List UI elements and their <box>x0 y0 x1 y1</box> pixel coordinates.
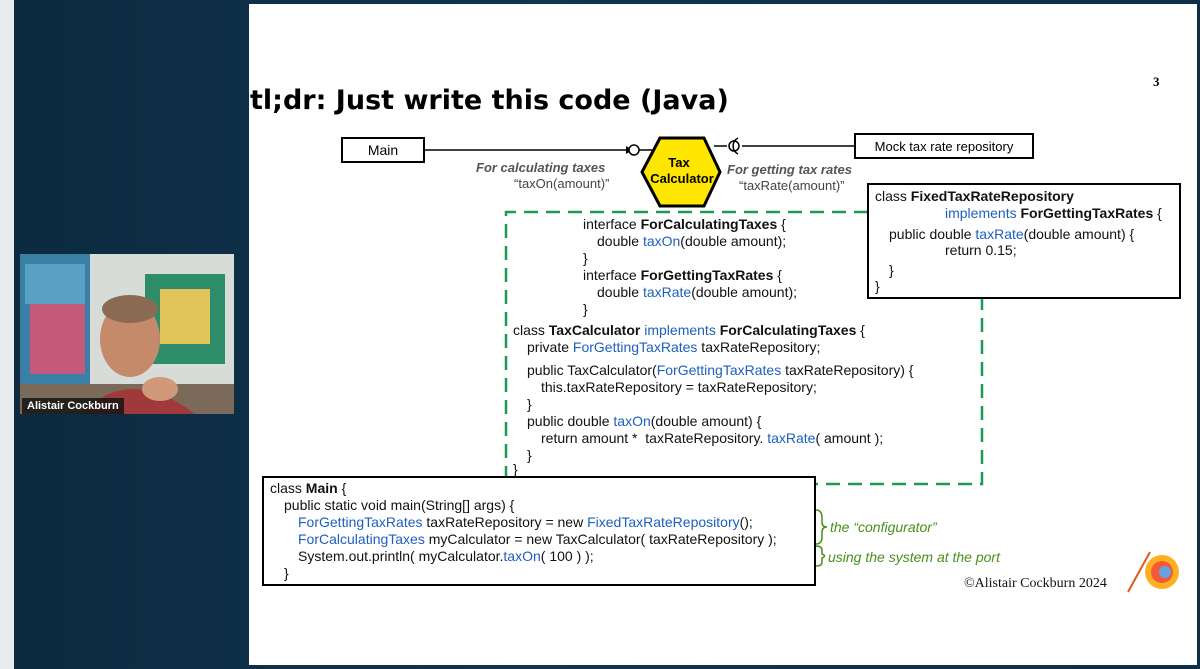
code-line: } <box>889 262 894 278</box>
fixed-repository-code-box <box>867 183 1181 299</box>
code-line: public double taxOn(double amount) { <box>527 413 762 429</box>
mock-repository-box: Mock tax rate repository <box>854 133 1034 159</box>
configurator-brace <box>815 509 828 545</box>
code-line: ForGettingTaxRates taxRateRepository = n… <box>298 514 753 530</box>
copyright-text: ©Alistair Cockburn 2024 <box>964 576 1107 591</box>
participant-video[interactable] <box>20 254 234 414</box>
main-code-box <box>262 476 816 586</box>
code-line: class TaxCalculator implements ForCalcul… <box>513 322 865 338</box>
using-system-annotation: using the system at the port <box>828 549 1000 565</box>
slide-title: tl;dr: Just write this code (Java) <box>250 85 729 116</box>
code-line: public static void main(String[] args) { <box>284 497 515 513</box>
code-line: ForCalculatingTaxes myCalculator = new T… <box>298 531 777 547</box>
code-line: double taxOn(double amount); <box>597 233 787 249</box>
code-line: interface ForGettingTaxRates { <box>583 267 782 283</box>
code-line: public TaxCalculator(ForGettingTaxRates … <box>527 362 914 378</box>
tax-calculator-hexagon <box>640 136 722 208</box>
slide-page-number: 3 <box>1153 74 1160 89</box>
code-line: return amount * taxRateRepository. taxRa… <box>541 430 884 446</box>
right-port-call: “taxRate(amount)” <box>739 178 845 193</box>
code-line: return 0.15; <box>945 242 1017 258</box>
code-line: } <box>583 301 588 317</box>
left-port-label: For calculating taxes <box>476 160 606 175</box>
code-line: System.out.println( myCalculator.taxOn( … <box>298 548 594 564</box>
participant-name-badge: Alistair Cockburn <box>22 398 124 414</box>
hexagon-label-line2: Calculator <box>650 171 714 186</box>
code-line: } <box>583 250 588 266</box>
right-port-cup <box>732 137 739 155</box>
code-line: interface ForCalculatingTaxes { <box>583 216 786 232</box>
left-port-socket <box>628 144 640 156</box>
code-line: private ForGettingTaxRates taxRateReposi… <box>527 339 821 355</box>
dashed-boundary-left <box>504 210 868 478</box>
code-line: class Main { <box>270 480 347 496</box>
left-port-call: “taxOn(amount)” <box>514 176 610 191</box>
configurator-annotation: the “configurator” <box>830 519 937 535</box>
left-edge-bar <box>0 0 14 669</box>
code-line: } <box>284 565 289 581</box>
using-brace <box>815 545 826 567</box>
main-box: Main <box>341 137 425 163</box>
hexagon-label-line1: Tax <box>668 155 690 170</box>
code-line: } <box>527 447 532 463</box>
code-line: } <box>513 461 518 477</box>
code-line: double taxRate(double amount); <box>597 284 798 300</box>
code-line: implements ForGettingTaxRates { <box>945 205 1162 221</box>
code-line: class FixedTaxRateRepository <box>875 188 1074 204</box>
code-line: } <box>527 396 532 412</box>
right-port-label: For getting tax rates <box>727 162 852 177</box>
code-line: } <box>875 278 880 294</box>
code-line: public double taxRate(double amount) { <box>889 226 1135 242</box>
code-line: this.taxRateRepository = taxRateReposito… <box>541 379 817 395</box>
participant-video-image <box>20 254 234 414</box>
